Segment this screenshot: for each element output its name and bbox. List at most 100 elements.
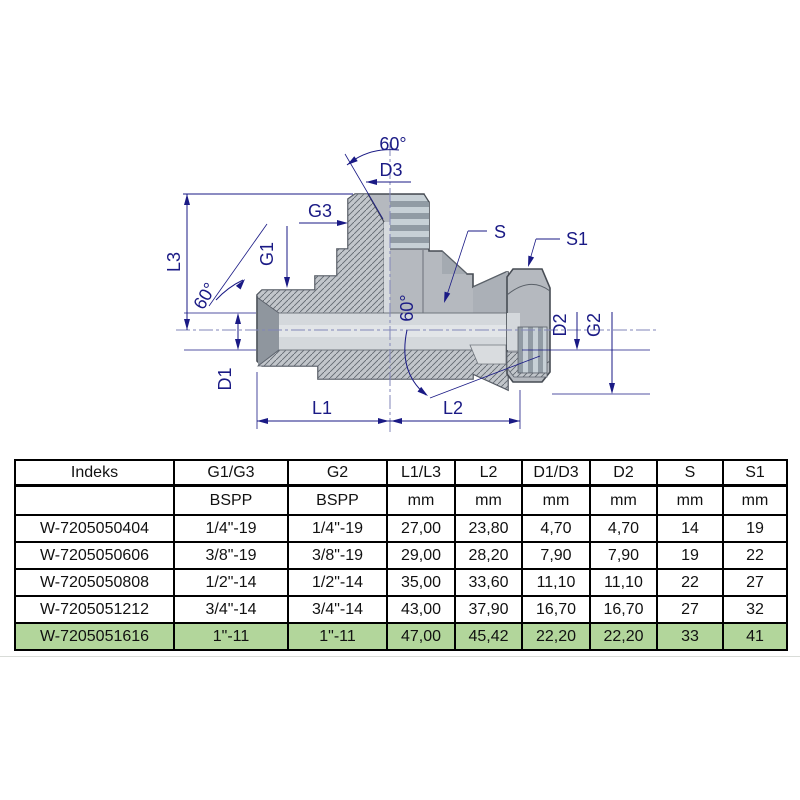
table-row: W-7205051212 3/4"-14 3/4"-14 43,00 37,90… xyxy=(14,595,788,624)
nut-section-hatch xyxy=(506,351,548,378)
table-cell: mm xyxy=(386,484,456,516)
arrow-down xyxy=(184,319,190,330)
dimension-label-g3: G3 xyxy=(308,201,332,221)
table-units-row: BSPP BSPP mm mm mm mm mm mm xyxy=(14,484,788,516)
column-header-d1d3: D1/D3 xyxy=(521,459,591,487)
dim-angle-top: 60° xyxy=(344,134,407,220)
column-header-d2: D2 xyxy=(589,459,658,487)
dim-angle-mid: 60° xyxy=(397,294,541,399)
dim-g2: G2 xyxy=(552,312,650,395)
table-cell: 1/2"-14 xyxy=(287,568,388,597)
nut-facet-arc-top xyxy=(506,284,551,296)
sleeve-wedge xyxy=(469,344,507,365)
table-bottom-shadow xyxy=(0,656,800,657)
table-cell: 3/4"-14 xyxy=(287,595,388,624)
table-cell: 1/4"-19 xyxy=(287,514,388,543)
left-cone-seat xyxy=(258,298,279,366)
dim-g1: G1 xyxy=(257,226,290,288)
table-cell: 35,00 xyxy=(386,568,456,597)
arrow-right xyxy=(337,220,348,226)
table-header-row: Indeks G1/G3 G2 L1/L3 L2 D1/D3 D2 S S1 xyxy=(14,459,788,487)
fitting-diagram: L3 G1 G3 xyxy=(164,134,658,432)
bore-highlight xyxy=(279,325,520,337)
dimension-label-d3: D3 xyxy=(379,160,402,180)
column-header-s: S xyxy=(656,459,724,487)
table-cell: 11,10 xyxy=(589,568,658,597)
table-cell: 1"-11 xyxy=(173,622,289,651)
arrow-left xyxy=(366,179,377,185)
technical-drawing: L3 G1 G3 xyxy=(164,134,658,432)
column-header-g2: G2 xyxy=(287,459,388,487)
table-cell: 1"-11 xyxy=(287,622,388,651)
table-row: W-7205050404 1/4"-19 1/4"-19 27,00 23,80… xyxy=(14,514,788,543)
table-cell: 27,00 xyxy=(386,514,456,543)
table-cell: 37,90 xyxy=(454,595,523,624)
table-cell-index: W-7205051616 xyxy=(14,622,175,651)
table-cell: 23,80 xyxy=(454,514,523,543)
table-cell: 28,20 xyxy=(454,541,523,570)
table-cell: 11,10 xyxy=(521,568,591,597)
table-cell: 4,70 xyxy=(589,514,658,543)
spec-table-container: Indeks G1/G3 G2 L1/L3 L2 D1/D3 D2 S S1 B… xyxy=(14,459,788,651)
dim-d2: D2 xyxy=(522,312,650,351)
table-cell: 22,20 xyxy=(521,622,591,651)
arrow-up-right xyxy=(235,279,245,290)
table-cell-index: W-7205050606 xyxy=(14,541,175,570)
table-cell: mm xyxy=(722,484,788,516)
table-cell: mm xyxy=(521,484,591,516)
section-hatch-upper xyxy=(256,193,385,314)
arrow-down-left xyxy=(347,156,358,165)
table-cell: 33,60 xyxy=(454,568,523,597)
arrow-down xyxy=(574,339,580,350)
dimensions: L3 G1 G3 xyxy=(164,134,650,429)
dim-angle-left: 60° xyxy=(189,223,268,313)
table-cell: BSPP xyxy=(287,484,388,516)
table-cell: 19 xyxy=(656,541,724,570)
top-port-bore xyxy=(384,222,390,313)
dimension-label-s1: S1 xyxy=(566,229,588,249)
dimension-label-l1: L1 xyxy=(312,398,332,418)
nut-bore-opening xyxy=(507,313,520,350)
table-cell: mm xyxy=(656,484,724,516)
table-cell: 16,70 xyxy=(521,595,591,624)
highlighted-table-row: W-7205051616 1"-11 1"-11 47,00 45,42 22,… xyxy=(14,622,788,651)
table-cell: 32 xyxy=(722,595,788,624)
flare-edge-top xyxy=(472,271,507,288)
table-cell: BSPP xyxy=(173,484,289,516)
arrow-down xyxy=(609,383,615,394)
column-header-g1g3: G1/G3 xyxy=(173,459,289,487)
arrow-right xyxy=(509,418,520,424)
top-port-threads xyxy=(390,193,430,250)
dim-s1: S1 xyxy=(528,229,588,267)
arrow-left xyxy=(257,418,268,424)
table-cell: 3/8"-19 xyxy=(287,541,388,570)
dimension-label-g1: G1 xyxy=(257,242,277,266)
table-cell: 4,70 xyxy=(521,514,591,543)
centerlines xyxy=(176,142,658,432)
arrow-down xyxy=(235,339,241,350)
table-row: W-7205050606 3/8"-19 3/8"-19 29,00 28,20… xyxy=(14,541,788,570)
table-cell-index: W-7205050808 xyxy=(14,568,175,597)
table-cell: 22,20 xyxy=(589,622,658,651)
table-cell: 41 xyxy=(722,622,788,651)
dimension-label-g2: G2 xyxy=(584,313,604,337)
parts-table: Indeks G1/G3 G2 L1/L3 L2 D1/D3 D2 S S1 B… xyxy=(14,459,788,651)
table-cell: 27 xyxy=(722,568,788,597)
dim-s: S xyxy=(444,222,506,303)
table-cell: 19 xyxy=(722,514,788,543)
dim-d3: D3 xyxy=(366,160,411,185)
table-cell: 29,00 xyxy=(386,541,456,570)
table-cell: 1/2"-14 xyxy=(173,568,289,597)
table-cell-index: W-7205051212 xyxy=(14,595,175,624)
table-cell: 22 xyxy=(656,568,724,597)
column-header-l1l3: L1/L3 xyxy=(386,459,456,487)
dimension-label-angle-top: 60° xyxy=(379,134,406,154)
dimension-label-d2: D2 xyxy=(550,313,570,336)
table-cell: mm xyxy=(589,484,658,516)
table-cell: 47,00 xyxy=(386,622,456,651)
dimension-label-l2: L2 xyxy=(443,398,463,418)
arrow-down xyxy=(284,277,290,288)
table-cell: mm xyxy=(454,484,523,516)
arrow-down-right xyxy=(417,386,428,396)
arrow-up xyxy=(184,194,190,205)
